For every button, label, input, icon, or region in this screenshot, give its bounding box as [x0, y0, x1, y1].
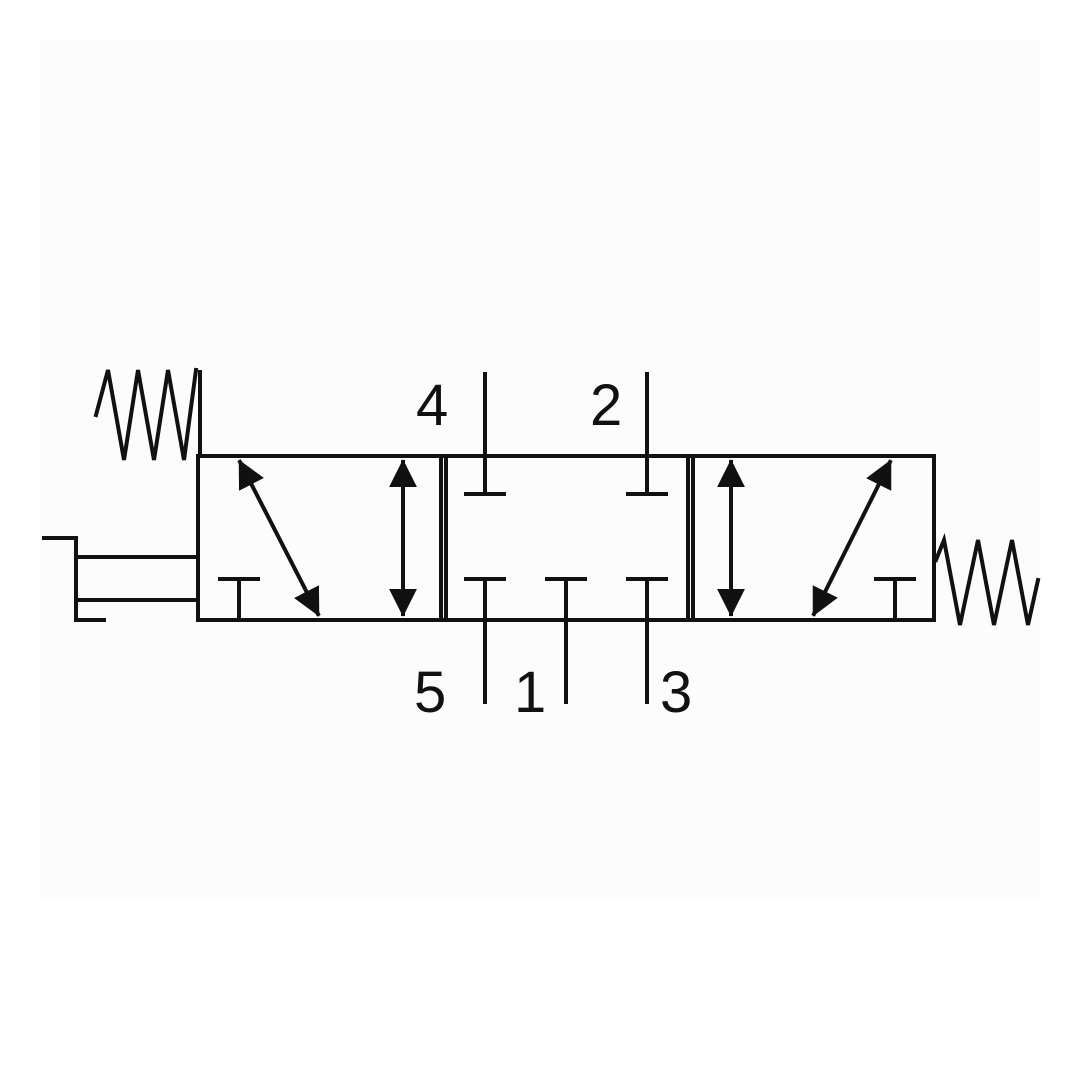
right-spring-icon — [933, 532, 1041, 626]
left-position-flow — [218, 459, 417, 622]
port-label-3: 3 — [660, 660, 692, 725]
port-label-1: 1 — [514, 660, 546, 725]
right-position-flow — [717, 459, 916, 622]
position-dividers — [439, 454, 695, 622]
port-lines — [483, 372, 649, 704]
port-label-5: 5 — [414, 660, 446, 725]
center-position-blocked — [464, 454, 668, 622]
manual-plunger-icon — [42, 536, 198, 622]
left-spring-icon — [93, 367, 199, 461]
port-label-2: 2 — [590, 373, 622, 438]
port-label-4: 4 — [416, 373, 448, 438]
